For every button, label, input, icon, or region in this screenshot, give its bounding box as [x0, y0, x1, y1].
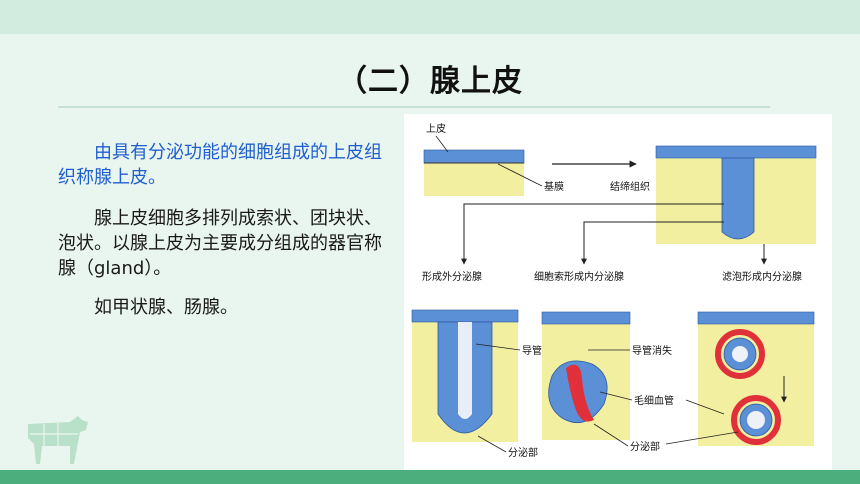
secretory-pointer-left	[477, 435, 507, 453]
gland-formation-figure: 上皮 基膜 结缔组织 形成外分泌腺 细胞索形成内分泌腺 滤泡形成内分泌腺	[404, 114, 832, 470]
secretory-pointer-right	[593, 423, 629, 447]
arrow-to-exocrine	[461, 203, 724, 265]
epithelial-bud	[721, 157, 755, 240]
label-cord-endocrine: 细胞索形成内分泌腺	[534, 270, 624, 283]
label-secretory-part-right: 分泌部	[630, 440, 660, 453]
follicle-lumen	[747, 411, 765, 429]
epithelium-layer	[411, 309, 519, 323]
stage-flat-epithelium	[423, 149, 525, 196]
epithelium-pointer	[435, 135, 449, 153]
cord-endocrine-gland-drawing	[541, 311, 631, 440]
bottom-accent-bar	[0, 470, 860, 484]
capillary-pointer	[599, 391, 633, 401]
label-secretory-part-left: 分泌部	[508, 446, 538, 459]
definition-paragraph: 由具有分泌功能的细胞组成的上皮组织称腺上皮。	[58, 142, 382, 188]
cow-logo	[22, 412, 94, 472]
capillary-pointer-right	[685, 399, 725, 415]
label-exocrine: 形成外分泌腺	[422, 270, 482, 283]
stage-invagination	[655, 145, 817, 244]
exocrine-gland-drawing	[411, 309, 519, 442]
epithelium-layer	[541, 311, 631, 325]
epithelium-layer	[697, 311, 815, 325]
cow-silhouette-icon	[28, 416, 88, 464]
label-epithelium: 上皮	[426, 122, 446, 135]
label-capillary: 毛细血管	[634, 394, 674, 407]
follicle-lumen	[732, 346, 748, 362]
arrow-to-cord-endocrine	[581, 221, 724, 265]
label-duct-disappear: 导管消失	[632, 344, 672, 357]
slide-title: （二）腺上皮	[337, 64, 523, 99]
arrangement-paragraph: 腺上皮细胞多排列成索状、团块状、泡状。以腺上皮为主要成分组成的器官称腺（glan…	[58, 208, 382, 279]
label-follicle-endocrine: 滤泡形成内分泌腺	[722, 270, 802, 283]
gland-diagram: 上皮 基膜 结缔组织 形成外分泌腺 细胞索形成内分泌腺 滤泡形成内分泌腺	[411, 122, 817, 459]
label-connective-tissue: 结缔组织	[610, 180, 650, 193]
duct-pointer	[475, 343, 521, 351]
follicle-endocrine-gland-drawing	[697, 311, 815, 446]
gland-lumen	[458, 322, 472, 419]
basement-pointer	[497, 163, 543, 187]
label-duct: 导管	[522, 344, 542, 357]
secretory-pointer-follicle	[665, 431, 739, 445]
connective-tissue-block	[424, 162, 524, 196]
capillary-ring	[731, 395, 781, 445]
label-basement-membrane: 基膜	[544, 180, 564, 193]
epithelium-layer	[423, 149, 525, 164]
example-paragraph: 如甲状腺、肠腺。	[94, 297, 238, 318]
top-band	[0, 0, 860, 34]
capillary-ring	[715, 329, 765, 379]
title-divider	[58, 106, 770, 108]
capillary-vessel	[566, 364, 594, 422]
epithelium-layer	[655, 145, 817, 159]
